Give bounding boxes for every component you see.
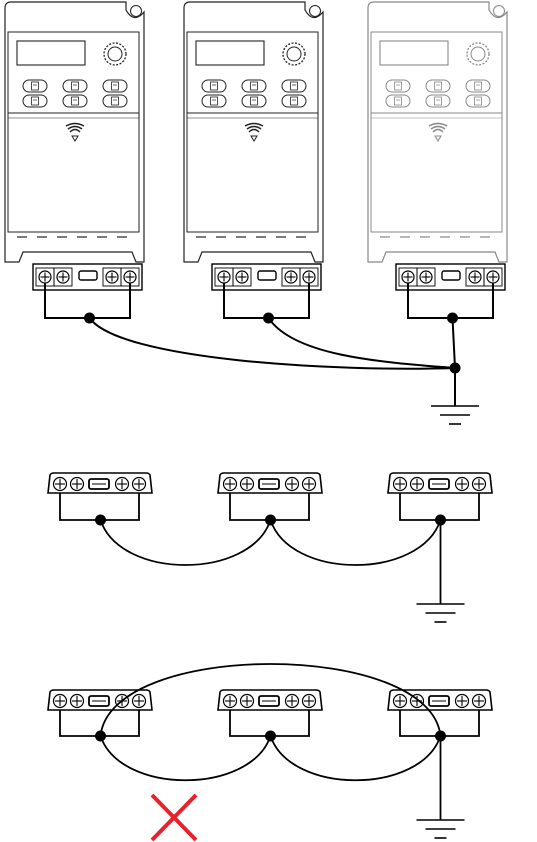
ground-terminal [456,695,469,708]
ground-terminal [286,695,299,708]
lcd-display [380,41,448,65]
ground-terminal [473,695,486,708]
ground-terminal [402,271,414,283]
lcd-display [196,41,264,65]
junction-dot-icon [265,731,276,742]
keypad-button [202,80,226,92]
panel-terminal-daisy-chain [48,473,492,622]
ground-terminal [39,271,51,283]
ground-wire-2 [269,318,456,368]
keypad-button [202,95,226,107]
ground-terminal [469,271,481,283]
chain-wire-2 [271,736,441,780]
ground-terminal [473,478,486,491]
junction-dot-icon [435,515,446,526]
ground-terminal [394,478,407,491]
ground-terminal [116,478,129,491]
junction-dot-icon [447,313,458,324]
keypad-button [282,95,306,107]
ground-terminal [394,695,407,708]
ground-terminal [54,478,67,491]
keypad-button [426,95,450,107]
keypad-button [23,95,47,107]
ground-symbol-icon [417,820,465,838]
lcd-display [17,41,85,65]
terminal-block [48,473,152,493]
terminal-block [396,264,505,290]
ground-terminal [224,695,237,708]
ground-terminal [57,271,69,283]
mounting-hole-icon [131,6,142,17]
keypad-button [63,80,87,92]
keypad-button [466,95,490,107]
terminal-block [48,690,152,710]
junction-dot-icon [265,515,276,526]
ground-terminal [487,271,499,283]
keypad-button [103,95,127,107]
ground-wire-3 [453,318,456,368]
inverter-drive [184,2,323,290]
ground-terminal [54,695,67,708]
ground-terminal [303,695,316,708]
keypad-button [23,80,47,92]
terminal-bridge [258,271,276,280]
chain-wire-1 [101,736,271,780]
mounting-hole-icon [494,6,505,17]
inverter-drive [5,2,144,290]
ground-terminal [236,271,248,283]
ground-terminal [241,695,254,708]
terminal-bridge [442,271,460,280]
keypad-button [426,80,450,92]
ground-terminal [286,478,299,491]
keypad-button [242,80,266,92]
keypad-button [103,80,127,92]
ground-symbol-icon [417,604,465,622]
ground-terminal [133,478,146,491]
keypad-button [63,95,87,107]
terminal-bridge [79,271,97,280]
terminal-block [218,690,322,710]
junction-dot-icon [84,313,95,324]
terminal-block [218,473,322,493]
ground-terminal [224,478,237,491]
ground-terminal [303,271,315,283]
ground-terminal [411,478,424,491]
junction-dot-icon [450,363,461,374]
ground-terminal [241,478,254,491]
panel-inverters-with-ground [5,2,507,424]
junction-dot-icon [95,515,106,526]
terminal-block [212,264,321,290]
ground-terminal [71,478,84,491]
ground-terminal [133,695,146,708]
ground-terminal [285,271,297,283]
terminal-block [388,690,492,710]
keypad-button [386,95,410,107]
keypad-button [242,95,266,107]
panel-ground-loop [48,664,492,840]
keypad-button [282,80,306,92]
inverter-drive [368,2,507,290]
terminal-block [388,473,492,493]
chain-wire-1 [101,520,271,565]
ground-terminal [124,271,136,283]
terminal-block [33,264,142,290]
keypad-button [466,80,490,92]
junction-dot-icon [95,731,106,742]
junction-dot-icon [435,731,446,742]
ground-wire-1 [90,318,456,369]
ground-terminal [303,478,316,491]
ground-terminal [218,271,230,283]
mounting-hole-icon [310,6,321,17]
junction-dot-icon [263,313,274,324]
ground-terminal [106,271,118,283]
chain-wire-2 [271,520,441,565]
ground-terminal [420,271,432,283]
ground-terminal [71,695,84,708]
ground-symbol-icon [431,406,479,424]
ground-terminal [456,478,469,491]
keypad-button [386,80,410,92]
red-x-icon [152,795,196,840]
